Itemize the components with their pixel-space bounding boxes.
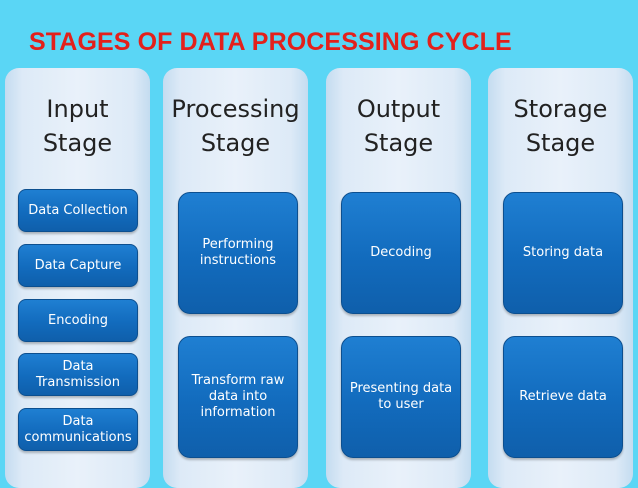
column-title: Output Stage xyxy=(326,92,471,160)
stage-item-retrieve-data: Retrieve data xyxy=(503,336,623,458)
column-title-line: Processing xyxy=(171,95,300,123)
column-title: Processing Stage xyxy=(163,92,308,160)
slide-title: STAGES OF DATA PROCESSING CYCLE xyxy=(29,28,512,56)
column-storage-stage: Storage Stage Storing data Retrieve data xyxy=(488,68,633,488)
column-title-line: Storage xyxy=(513,95,608,123)
stage-item-encoding: Encoding xyxy=(18,299,138,342)
column-title: Storage Stage xyxy=(488,92,633,160)
stage-item-data-collection: Data Collection xyxy=(18,189,138,232)
column-title-line: Stage xyxy=(363,129,434,157)
column-input-stage: Input Stage Data Collection Data Capture… xyxy=(5,68,150,488)
stage-item-decoding: Decoding xyxy=(341,192,461,314)
column-title-line: Stage xyxy=(200,129,271,157)
stage-item-storing-data: Storing data xyxy=(503,192,623,314)
column-title: Input Stage xyxy=(5,92,150,160)
column-title-line: Stage xyxy=(525,129,596,157)
column-title-line: Input xyxy=(46,95,109,123)
column-title-line: Output xyxy=(356,95,441,123)
stage-item-data-capture: Data Capture xyxy=(18,244,138,287)
column-title-line: Stage xyxy=(42,129,113,157)
